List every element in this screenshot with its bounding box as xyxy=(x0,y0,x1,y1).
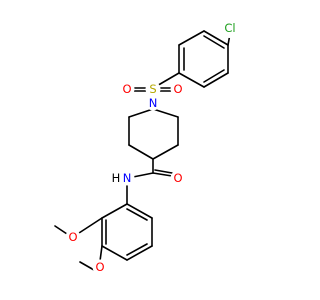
bond xyxy=(178,30,205,46)
sulfonyl-oxygen-left-atom: O xyxy=(119,81,135,97)
bond xyxy=(132,172,154,178)
bond xyxy=(126,243,148,256)
methoxy-oxygen-upper-atom: O xyxy=(65,229,81,245)
molecule-structure: Cl S O O N O N H xyxy=(54,18,240,275)
amide-nitrogen-atom: N xyxy=(119,170,135,186)
bond xyxy=(101,203,128,219)
sulfonyl-oxygen-left-label: O xyxy=(122,82,131,96)
sulfur-atom: S xyxy=(145,81,161,97)
bond xyxy=(203,30,229,46)
piperidine-nitrogen-label: N xyxy=(149,96,158,110)
bond xyxy=(152,172,173,177)
methoxy-oxygen-upper-label: O xyxy=(68,230,77,244)
bond xyxy=(152,108,179,118)
bond xyxy=(99,245,103,262)
bond xyxy=(126,208,148,221)
bond xyxy=(79,261,95,271)
bond xyxy=(203,69,225,83)
bonds xyxy=(54,30,231,271)
chlorine-atom: Cl xyxy=(220,18,240,38)
bond xyxy=(126,203,153,219)
atoms: Cl S O O N O N H xyxy=(65,18,240,275)
amide-hydrogen-label: H xyxy=(112,171,121,185)
sulfonyl-oxygen-right-atom: O xyxy=(170,81,186,97)
bond xyxy=(178,72,205,88)
bond xyxy=(128,144,154,160)
methoxy-oxygen-lower-atom: O xyxy=(92,259,108,275)
bond xyxy=(128,108,154,118)
carbonyl-oxygen-label: O xyxy=(173,171,182,185)
bond xyxy=(126,245,153,261)
methoxy-oxygen-lower-label: O xyxy=(95,260,104,274)
amide-hydrogen-atom: H xyxy=(110,171,122,185)
bond xyxy=(101,245,128,261)
bond xyxy=(78,217,103,234)
chlorine-label: Cl xyxy=(224,21,235,35)
amide-nitrogen-label: N xyxy=(123,171,132,185)
bond xyxy=(203,72,229,88)
bond xyxy=(203,35,225,49)
bond xyxy=(54,225,68,235)
bond xyxy=(152,144,179,160)
sulfonyl-oxygen-right-label: O xyxy=(173,82,182,96)
carbonyl-oxygen-atom: O xyxy=(170,170,186,186)
bond xyxy=(154,169,173,174)
piperidine-nitrogen-atom: N xyxy=(145,95,161,111)
sulfur-label: S xyxy=(149,82,156,96)
